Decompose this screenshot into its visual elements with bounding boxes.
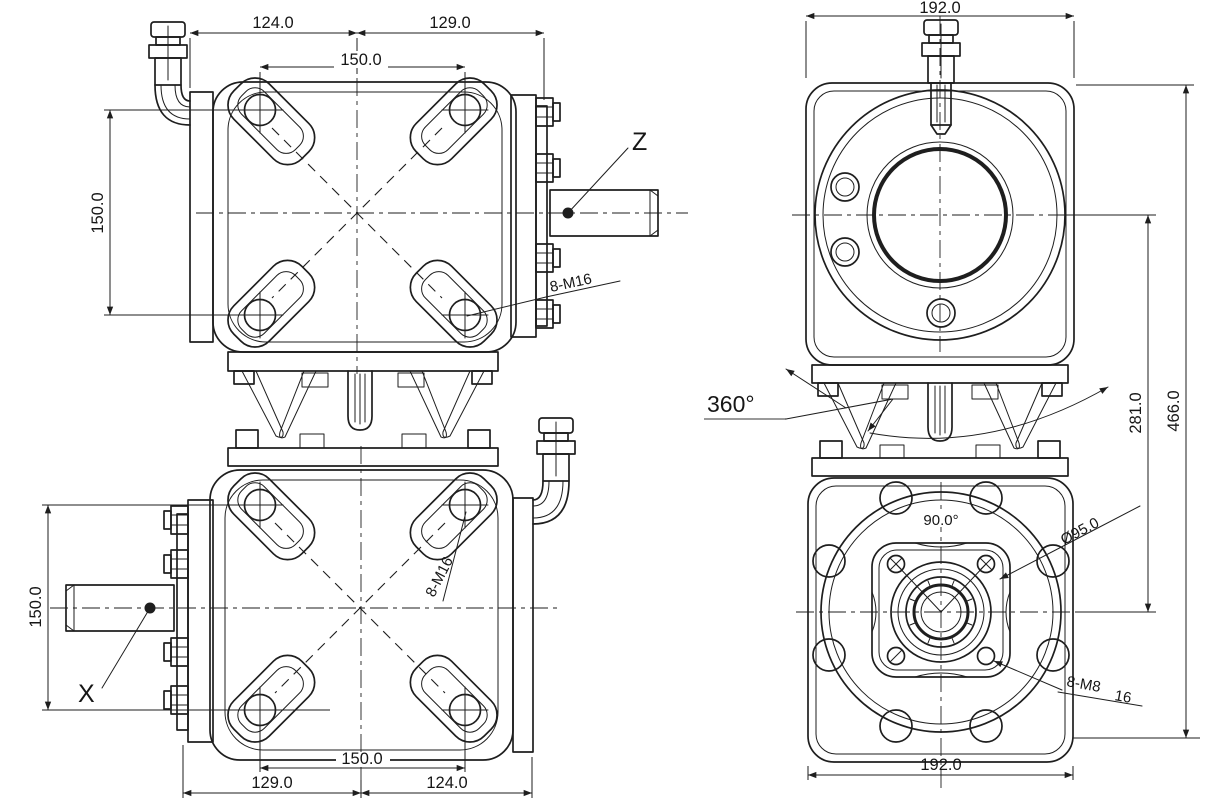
shaft-x — [65, 499, 214, 743]
shaft-z-label: Z — [632, 128, 647, 156]
dim-front-bottom-left: 129.0 — [251, 774, 292, 792]
dim-side-width-top: 192.0 — [919, 0, 960, 17]
hole-angle-label: 90.0° — [923, 512, 958, 529]
dim-front-top-left: 124.0 — [252, 14, 293, 32]
dim-front-top-right: 129.0 — [429, 14, 470, 32]
thread-depth-label: 16 — [1113, 687, 1132, 707]
lower-gearbox-front — [50, 446, 560, 790]
swivel-joint-front — [227, 351, 499, 467]
breather-elbow-lower — [532, 417, 576, 525]
dim-center-distance: 281.0 — [1127, 392, 1145, 433]
front-dimensions: 124.0 129.0 150.0 150.0 150.0 150.0 — [27, 14, 545, 798]
dim-front-upper-height: 150.0 — [89, 192, 107, 233]
dim-overall-height: 466.0 — [1165, 390, 1183, 431]
swivel-joint-side — [811, 364, 1069, 477]
flange-thread-label: 8-M8 — [1065, 673, 1102, 696]
swivel-annotation: 360° — [704, 368, 1109, 439]
dim-side-width-bottom: 192.0 — [920, 756, 961, 774]
lower-gearbox-side — [796, 477, 1085, 788]
upper-gearbox-side — [792, 16, 1075, 366]
shaft-x-label: X — [78, 680, 95, 708]
dim-front-lower-height: 150.0 — [27, 586, 45, 627]
front-view: Z 8-M16 X 8-M16 124.0 129.0 150.0 — [27, 14, 688, 798]
dim-front-top-span: 150.0 — [340, 51, 381, 69]
swivel-label: 360° — [707, 391, 755, 417]
dim-front-bottom-right: 124.0 — [426, 774, 467, 792]
dim-front-bottom-span: 150.0 — [341, 750, 382, 768]
side-view: 360° — [704, 0, 1200, 788]
side-dimensions: 192.0 192.0 281.0 466.0 — [805, 0, 1200, 780]
thread-callout-lower: 8-M16 — [422, 554, 456, 600]
upper-gearbox-front — [189, 46, 688, 374]
shaft-z — [510, 94, 659, 338]
